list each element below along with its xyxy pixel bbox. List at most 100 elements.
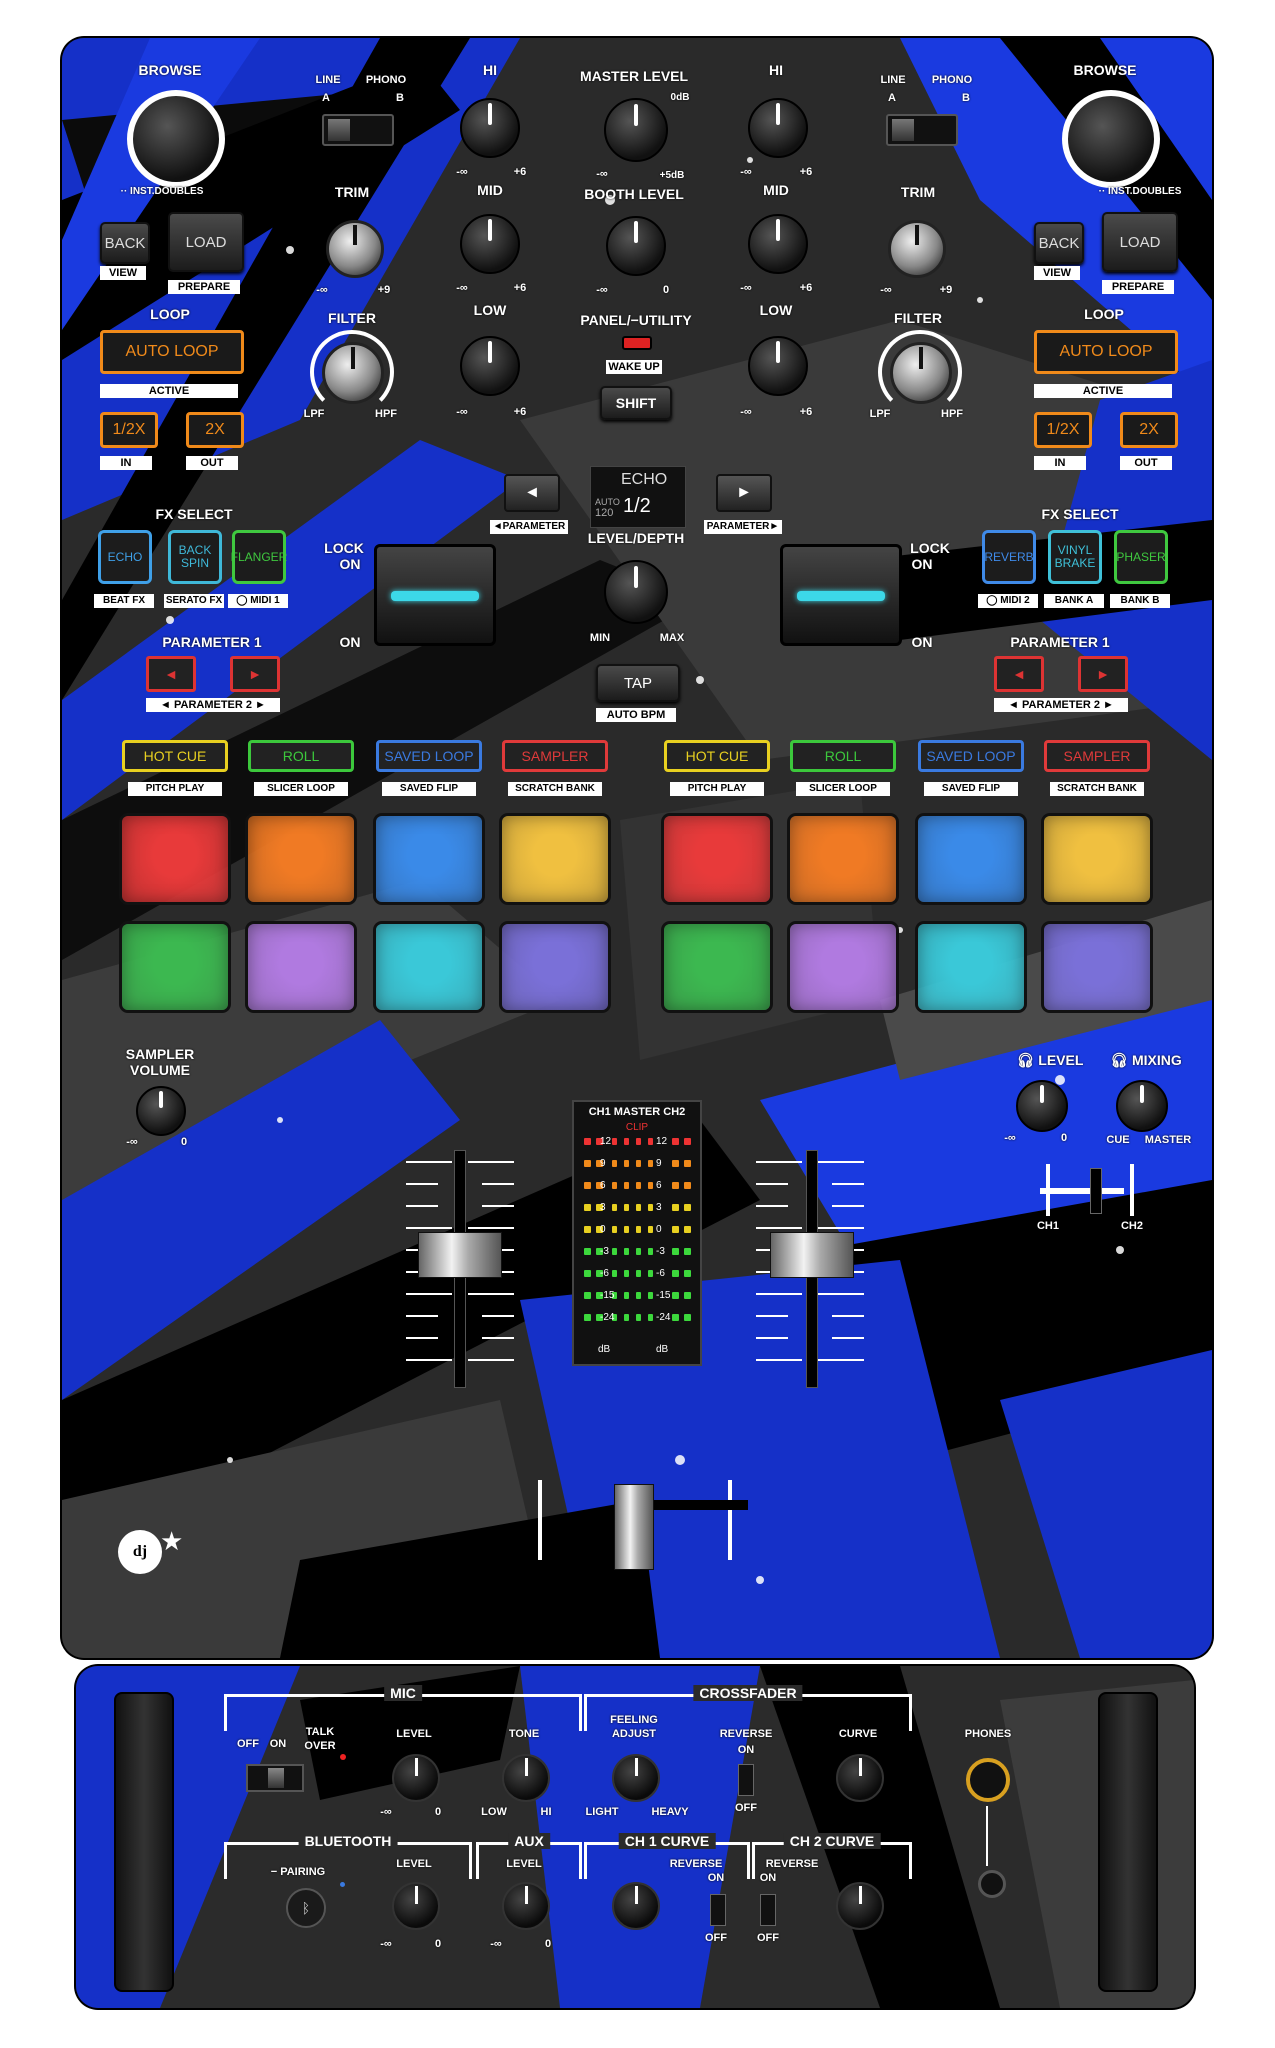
fx-paddle-right[interactable] [780,544,902,646]
performance-pad-left-1[interactable] [122,816,228,902]
channel-fader-right[interactable] [770,1232,854,1278]
mic-switch[interactable] [246,1764,304,1792]
line-phono-switch-right[interactable] [886,114,958,146]
performance-pad-left-5[interactable] [122,924,228,1010]
master-plus5db: +5dB [659,170,685,181]
ch2-curve-knob[interactable] [836,1882,884,1930]
shift-button[interactable]: SHIFT [600,386,672,420]
filter-knob-left[interactable] [322,342,384,404]
pad-mode-left-1[interactable]: HOT CUE [122,740,228,772]
bt-level-min: -∞ [380,1938,392,1950]
eq-hi-knob-right[interactable] [748,98,808,158]
auto-loop-button-left[interactable]: AUTO LOOP [100,330,244,374]
loop-double-button-right[interactable]: 2X [1120,412,1178,448]
master-level-knob[interactable] [604,98,668,162]
performance-pad-left-6[interactable] [248,924,354,1010]
pad-mode-right-1[interactable]: HOT CUE [664,740,770,772]
eq-mid-knob-left[interactable] [460,214,520,274]
performance-pad-right-8[interactable] [1044,924,1150,1010]
load-button-right[interactable]: LOAD [1102,212,1178,272]
performance-pad-right-3[interactable] [918,816,1024,902]
phones-jack-large[interactable] [966,1758,1010,1802]
feeling-heavy: HEAVY [651,1806,689,1818]
pad-mode-left-3[interactable]: SAVED LOOP [376,740,482,772]
line-phono-switch-left[interactable] [322,114,394,146]
back-button-left[interactable]: BACK [100,222,150,264]
cue-toggle[interactable] [1090,1168,1102,1214]
back-button-right[interactable]: BACK [1034,222,1084,264]
parameter1-dec-left[interactable]: ◄ [146,656,196,692]
booth-level-knob[interactable] [606,216,666,276]
ch1-reverse-switch[interactable] [710,1894,726,1926]
fx-paddle-left[interactable] [374,544,496,646]
fx-left-button-2[interactable]: BACK SPIN [168,530,222,584]
loop-half-button-left[interactable]: 1/2X [100,412,158,448]
crossfader[interactable] [614,1484,654,1570]
fx-left-button-3[interactable]: FLANGER [231,530,287,584]
fx-right-button-1[interactable]: REVERB [982,530,1036,584]
eq-low-knob-right[interactable] [748,336,808,396]
performance-pad-right-1[interactable] [664,816,770,902]
performance-pad-left-7[interactable] [376,924,482,1010]
fx-left-button-1[interactable]: ECHO [98,530,152,584]
parameter1-inc-right[interactable]: ► [1078,656,1128,692]
performance-pad-left-3[interactable] [376,816,482,902]
ch2-reverse-switch[interactable] [760,1894,776,1926]
parameter-right-button[interactable]: ► [716,474,772,512]
feeling-adjust-knob[interactable] [612,1754,660,1802]
performance-pad-left-2[interactable] [248,816,354,902]
performance-pad-right-6[interactable] [790,924,896,1010]
phones-jack-small[interactable] [978,1870,1006,1898]
xf-curve-knob[interactable] [836,1754,884,1802]
trim-knob-right[interactable] [888,220,946,278]
channel-fader-left[interactable] [418,1232,502,1278]
mic-level-knob[interactable] [392,1754,440,1802]
parameter1-inc-left[interactable]: ► [230,656,280,692]
level-depth-knob[interactable] [604,560,668,624]
bt-level-knob[interactable] [392,1882,440,1930]
tap-button[interactable]: TAP [596,664,680,702]
ch1-curve-knob[interactable] [612,1882,660,1930]
aux-level-knob[interactable] [502,1882,550,1930]
loop-half-button-right[interactable]: 1/2X [1034,412,1092,448]
meter-led-master [612,1248,617,1255]
phones-label: PHONES [964,1728,1012,1740]
eq-mid-knob-right[interactable] [748,214,808,274]
trim-knob-left[interactable] [326,220,384,278]
parameter-left-button[interactable]: ◄ [504,474,560,512]
performance-pad-right-5[interactable] [664,924,770,1010]
auto-loop-button-right[interactable]: AUTO LOOP [1034,330,1178,374]
bluetooth-pairing-button[interactable]: ᛒ [286,1888,326,1928]
fx-right-button-3[interactable]: PHASER [1114,530,1168,584]
parameter1-dec-right[interactable]: ◄ [994,656,1044,692]
performance-pad-left-8[interactable] [502,924,608,1010]
filter-knob-right[interactable] [890,342,952,404]
performance-pad-right-7[interactable] [918,924,1024,1010]
fx-right-button-2[interactable]: VINYL BRAKE [1048,530,1102,584]
meter-led-master [624,1292,629,1299]
performance-pad-left-4[interactable] [502,816,608,902]
loop-double-button-left[interactable]: 2X [186,412,244,448]
browse-knob-left[interactable] [127,90,225,188]
pad-mode-right-2[interactable]: ROLL [790,740,896,772]
lock-on-label-right: ON [911,556,933,572]
mic-header-text: MIC [384,1685,422,1701]
fx-display-name: ECHO [621,471,668,488]
headphone-level-knob[interactable] [1016,1080,1068,1132]
phono-label-left: PHONO [365,74,407,86]
eq-hi-knob-left[interactable] [460,98,520,158]
xf-reverse-switch[interactable] [738,1764,754,1796]
load-button-left[interactable]: LOAD [168,212,244,272]
sampler-volume-knob[interactable] [136,1086,186,1136]
pad-mode-right-3[interactable]: SAVED LOOP [918,740,1024,772]
pad-mode-left-4[interactable]: SAMPLER [502,740,608,772]
performance-pad-right-4[interactable] [1044,816,1150,902]
browse-knob-right[interactable] [1062,90,1160,188]
panel-utility-led[interactable] [622,336,652,350]
eq-low-knob-left[interactable] [460,336,520,396]
mic-tone-knob[interactable] [502,1754,550,1802]
performance-pad-right-2[interactable] [790,816,896,902]
pad-mode-left-2[interactable]: ROLL [248,740,354,772]
headphone-mixing-knob[interactable] [1116,1080,1168,1132]
pad-mode-right-4[interactable]: SAMPLER [1044,740,1150,772]
